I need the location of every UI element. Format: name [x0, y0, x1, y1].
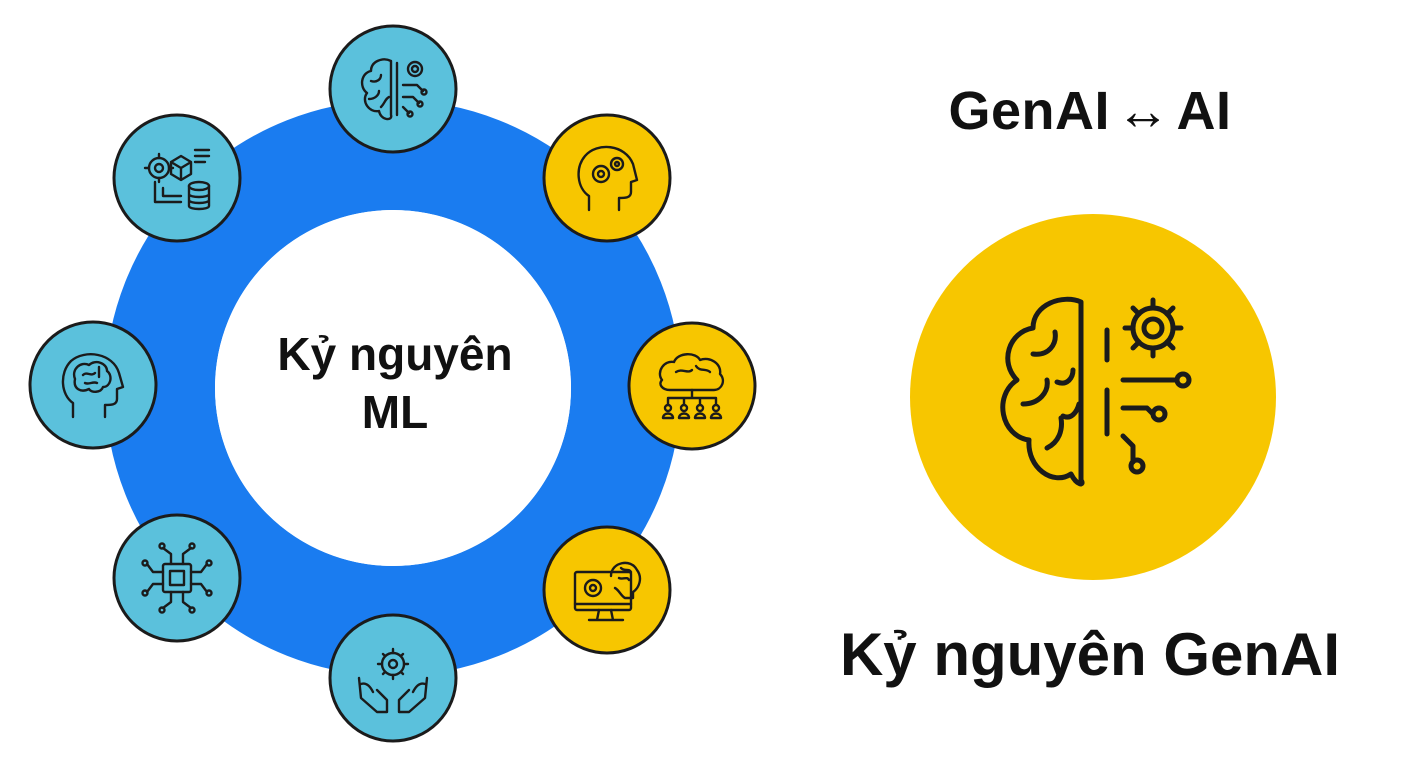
brain-circuit-gear-icon	[360, 58, 428, 121]
ml-era-label-line1: Kỷ nguyên	[277, 328, 513, 380]
bidirectional-arrow-icon: ↔	[1116, 81, 1171, 141]
ml-node-gears-cube-database	[112, 113, 242, 243]
head-gear-icon	[577, 145, 639, 212]
ml-node-chip-circuit	[112, 513, 242, 643]
title-right: AI	[1176, 81, 1232, 141]
monitor-brain-gear-icon	[573, 561, 642, 622]
ml-node-head-gear	[542, 113, 672, 243]
ml-node-brain-circuit-gear	[328, 24, 458, 154]
hands-gear-icon	[357, 647, 429, 714]
head-brain-icon	[61, 353, 125, 419]
page-title: GenAI↔AI	[880, 76, 1300, 146]
gears-cube-database-icon	[143, 148, 211, 211]
genai-era-label: Kỷ nguyên GenAI	[839, 621, 1341, 688]
ml-node-monitor-brain-gear	[542, 525, 672, 655]
genai-era-circle	[910, 214, 1276, 580]
ml-node-hands-gear	[328, 613, 458, 743]
ml-node-head-brain	[28, 320, 158, 450]
ml-era-label: Kỷ nguyên ML	[220, 325, 570, 441]
ml-era-center-circle	[215, 210, 571, 566]
title-left: GenAI	[948, 81, 1111, 141]
chip-circuit-icon	[141, 542, 213, 614]
ml-node-brain-network-people	[627, 321, 757, 451]
brain-network-people-icon	[658, 353, 725, 420]
brain-circuit-gear-icon	[1000, 296, 1192, 487]
ml-era-label-line2: ML	[361, 386, 429, 438]
